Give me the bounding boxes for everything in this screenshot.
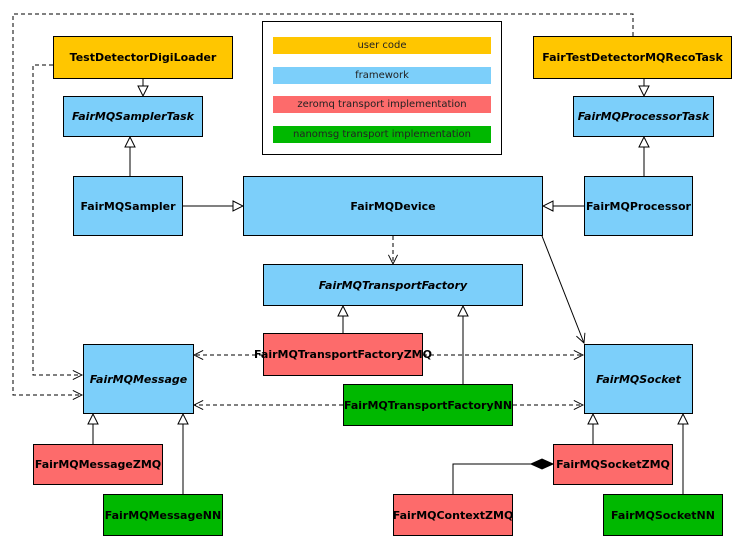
fair-mq-message-label: FairMQMessage: [89, 372, 188, 386]
edge-device-to-socket: [541, 235, 584, 343]
fair-mq-processor-label: FairMQProcessor: [586, 199, 691, 213]
fair-mq-socket-nn-label: FairMQSocketNN: [611, 508, 715, 522]
fair-mq-socket-box: FairMQSocket: [584, 344, 693, 414]
test-detector-digi-loader-box: TestDetectorDigiLoader: [53, 36, 233, 79]
fair-mq-context-zmq-box: FairMQContextZMQ: [393, 494, 513, 536]
fair-mq-transport-factory-nn-label: FairMQTransportFactoryNN: [343, 398, 513, 412]
fair-mq-sampler-task-box: FairMQSamplerTask: [63, 96, 203, 137]
fair-mq-transport-factory-nn-box: FairMQTransportFactoryNN: [343, 384, 513, 426]
fair-mq-processor-box: FairMQProcessor: [584, 176, 693, 236]
fair-mq-transport-factory-zmq-label: FairMQTransportFactoryZMQ: [254, 348, 432, 361]
fair-mq-socket-label: FairMQSocket: [596, 372, 681, 386]
test-detector-digi-loader-label: TestDetectorDigiLoader: [69, 51, 217, 64]
legend-label: nanomsg transport implementation: [292, 129, 472, 140]
edge-recotask-to-message: [12, 13, 634, 395]
edge-context-zmq-to-socket-zmq: [452, 464, 553, 494]
legend: user code framework zeromq transport imp…: [262, 21, 502, 155]
fair-mq-message-nn-box: FairMQMessageNN: [103, 494, 223, 536]
edge-loader-to-message: [32, 64, 82, 375]
legend-item-user-code: user code: [273, 37, 491, 54]
fair-mq-sampler-box: FairMQSampler: [73, 176, 183, 236]
fair-mq-device-label: FairMQDevice: [350, 199, 436, 213]
fair-mq-socket-zmq-label: FairMQSocketZMQ: [556, 458, 670, 471]
fair-mq-message-zmq-box: FairMQMessageZMQ: [33, 444, 163, 485]
legend-item-nanomsg: nanomsg transport implementation: [273, 126, 491, 143]
fair-mq-message-nn-label: FairMQMessageNN: [104, 508, 222, 522]
fair-test-detector-mq-reco-task-box: FairTestDetectorMQRecoTask: [533, 36, 732, 79]
fair-mq-transport-factory-box: FairMQTransportFactory: [263, 264, 523, 306]
fair-mq-message-zmq-label: FairMQMessageZMQ: [34, 458, 162, 471]
fair-mq-processor-task-label: FairMQProcessorTask: [577, 110, 710, 123]
legend-item-framework: framework: [273, 67, 491, 84]
legend-label: user code: [357, 40, 407, 51]
fair-mq-sampler-task-label: FairMQSamplerTask: [72, 110, 194, 123]
fair-mq-socket-nn-box: FairMQSocketNN: [603, 494, 723, 536]
fair-mq-processor-task-box: FairMQProcessorTask: [573, 96, 714, 137]
legend-label: framework: [355, 70, 409, 81]
fair-test-detector-mq-reco-task-label: FairTestDetectorMQRecoTask: [542, 51, 723, 64]
fair-mq-socket-zmq-box: FairMQSocketZMQ: [553, 444, 673, 485]
legend-item-zeromq: zeromq transport implementation: [273, 96, 491, 113]
fair-mq-device-box: FairMQDevice: [243, 176, 543, 236]
fair-mq-sampler-label: FairMQSampler: [80, 199, 176, 213]
fair-mq-context-zmq-label: FairMQContextZMQ: [392, 508, 514, 522]
fair-mq-message-box: FairMQMessage: [83, 344, 194, 414]
fair-mq-transport-factory-label: FairMQTransportFactory: [318, 278, 468, 292]
legend-label: zeromq transport implementation: [297, 99, 467, 110]
fair-mq-transport-factory-zmq-box: FairMQTransportFactoryZMQ: [254, 333, 432, 376]
